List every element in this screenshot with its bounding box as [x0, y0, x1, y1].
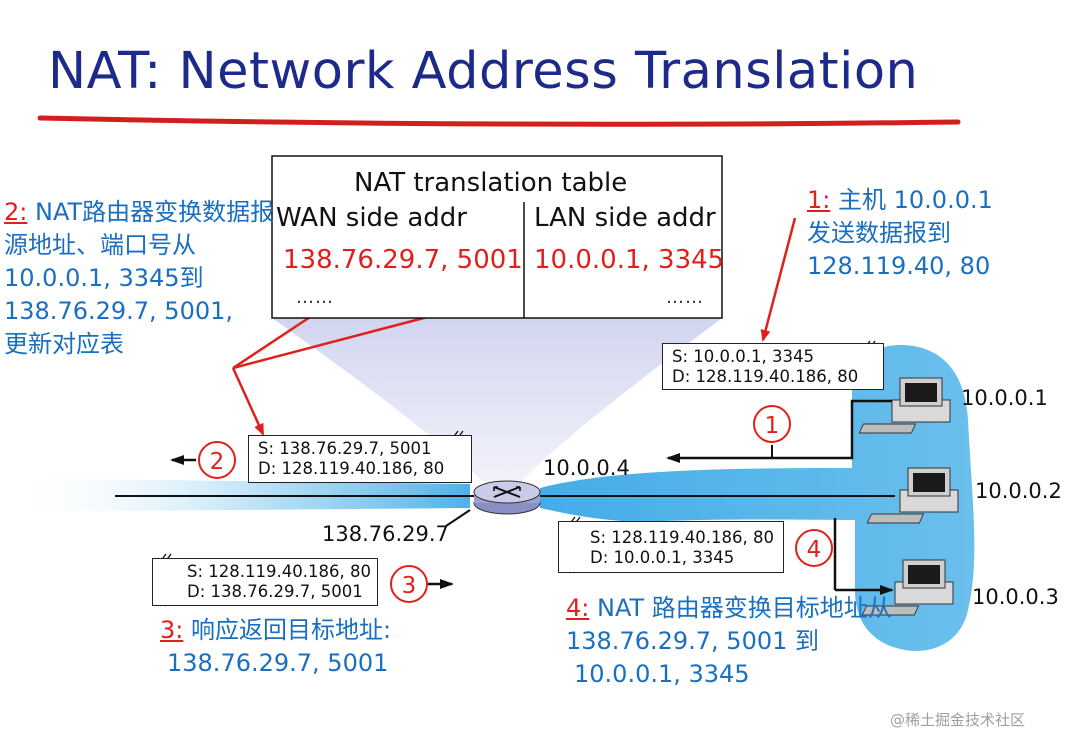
- host1-ip: 10.0.0.1: [961, 386, 1048, 410]
- lan-blob: [540, 345, 975, 651]
- step-marker-2: 2: [198, 441, 236, 479]
- table-row1-lan: 10.0.0.1, 3345: [534, 245, 725, 275]
- callout-step3: 3: 响应返回目标地址: 138.76.29.7, 5001: [160, 614, 391, 680]
- table-row1-wan: 138.76.29.7, 5001: [283, 245, 523, 275]
- callout-step1: 1: 主机 10.0.0.1 发送数据报到 128.119.40, 80: [807, 184, 993, 283]
- flow-path-1: [772, 399, 892, 460]
- computer-icon-host3: [861, 559, 954, 616]
- step3-number: 3:: [160, 616, 184, 644]
- step-marker-1: 1: [753, 405, 791, 443]
- table-row2-wan: ……: [296, 287, 334, 308]
- packet4-src: S: 128.119.40.186, 80: [590, 528, 774, 547]
- wan-ip-pointer: [445, 509, 471, 527]
- step2-number: 2:: [4, 198, 28, 226]
- host3-ip: 10.0.0.3: [972, 585, 1059, 609]
- nat-table: [271, 155, 723, 319]
- packet-box-4: S: 128.119.40.186, 80 D: 10.0.0.1, 3345: [558, 521, 784, 573]
- title-underline: [37, 115, 961, 127]
- packet1-src: S: 10.0.0.1, 3345: [672, 347, 814, 366]
- red-arrow-step1: [760, 217, 797, 342]
- router-lan-ip: 10.0.0.4: [543, 456, 630, 480]
- step1-number: 1:: [807, 186, 831, 214]
- computer-icon-host1: [858, 377, 951, 434]
- step4-line2: 138.76.29.7, 5001 到: [566, 627, 820, 655]
- router-icon: [473, 480, 541, 515]
- packet2-dst: D: 128.119.40.186, 80: [258, 459, 445, 478]
- table-caption: NAT translation table: [354, 168, 628, 198]
- step4-number: 4:: [566, 594, 590, 622]
- packet-box-3: S: 128.119.40.186, 80 D: 138.76.29.7, 50…: [152, 558, 378, 606]
- table-row2-lan: ……: [666, 287, 704, 308]
- step-marker-3: 3: [390, 565, 428, 603]
- step1-line3: 128.119.40, 80: [807, 252, 991, 280]
- step4-line3: 10.0.0.1, 3345: [574, 660, 750, 688]
- packet4-dst: D: 10.0.0.1, 3345: [590, 548, 735, 567]
- step3-line1: 响应返回目标地址:: [191, 616, 392, 644]
- packet2-src: S: 138.76.29.7, 5001: [258, 439, 432, 458]
- step1-line2: 发送数据报到: [807, 219, 951, 247]
- step4-line1: NAT 路由器变换目标地址从: [597, 594, 892, 622]
- step-marker-4: 4: [795, 529, 833, 567]
- step3-line2: 138.76.29.7, 5001: [167, 649, 389, 677]
- step1-line1: 主机 10.0.0.1: [838, 186, 993, 214]
- page-title: NAT: Network Address Translation: [48, 42, 919, 101]
- callout-step4: 4: NAT 路由器变换目标地址从 138.76.29.7, 5001 到 10…: [566, 592, 892, 691]
- watermark: @稀土掘金技术社区: [890, 711, 1026, 729]
- computer-icon-host2: [866, 467, 959, 524]
- callout-step2: 2: NAT路由器变换数据报 源地址、端口号从 10.0.0.1, 3345到 …: [4, 196, 274, 361]
- packet1-dst: D: 128.119.40.186, 80: [672, 367, 859, 386]
- step2-line3: 10.0.0.1, 3345到: [4, 264, 204, 292]
- table-col-lan: LAN side addr: [534, 203, 716, 233]
- packet3-dst: D: 138.76.29.7, 5001: [187, 582, 363, 601]
- step2-line4: 138.76.29.7, 5001,: [4, 297, 234, 325]
- step2-line1: NAT路由器变换数据报: [35, 198, 275, 226]
- packet3-src: S: 128.119.40.186, 80: [187, 562, 371, 581]
- step2-line5: 更新对应表: [4, 330, 124, 358]
- table-col-wan: WAN side addr: [276, 203, 467, 233]
- host2-ip: 10.0.0.2: [975, 479, 1062, 503]
- red-arrow-to-packet2: [231, 367, 265, 436]
- packet-box-1: S: 10.0.0.1, 3345 D: 128.119.40.186, 80: [662, 343, 884, 390]
- router-wan-ip: 138.76.29.7: [322, 522, 449, 546]
- step2-line2: 源地址、端口号从: [4, 231, 196, 259]
- zoom-cone: [272, 318, 722, 488]
- packet-box-2: S: 138.76.29.7, 5001 D: 128.119.40.186, …: [248, 435, 472, 483]
